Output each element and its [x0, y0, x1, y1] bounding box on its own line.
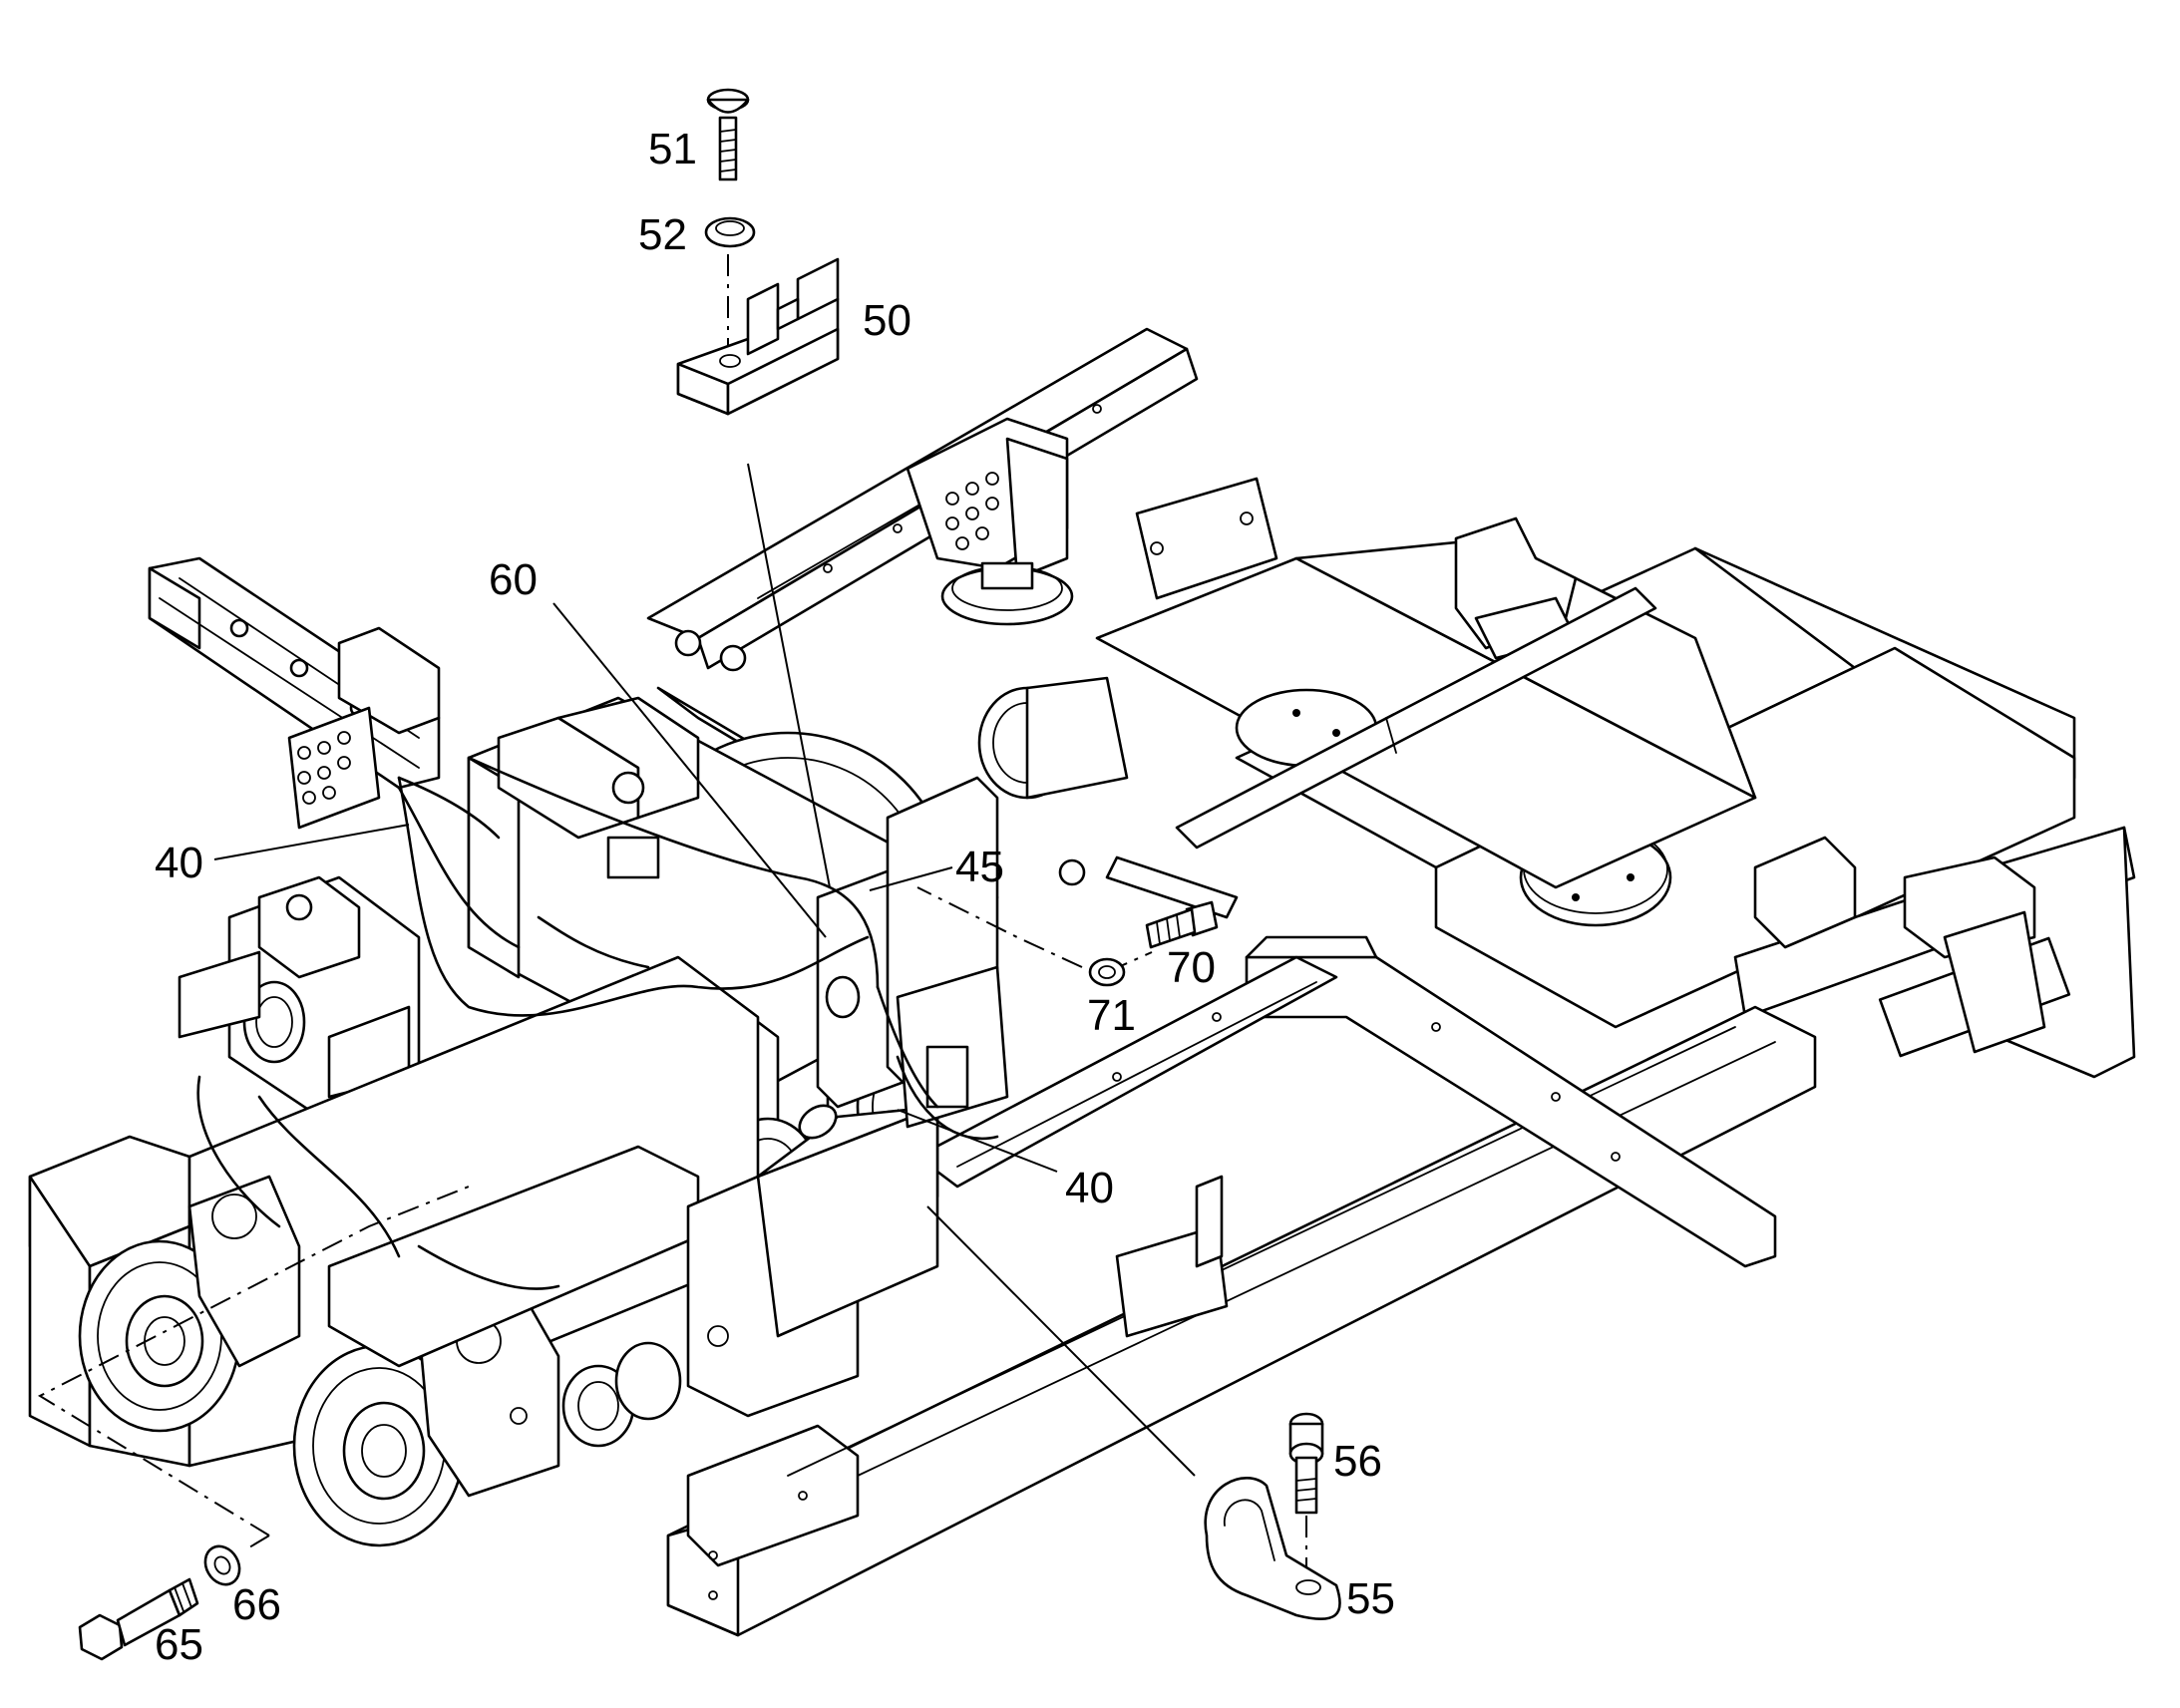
- callout-40-upper: 40: [155, 839, 203, 887]
- callout-71: 71: [1087, 991, 1136, 1040]
- washer-66: [203, 1544, 241, 1586]
- bolt-51: [706, 88, 750, 181]
- left-valve-ports: [297, 731, 351, 805]
- valve-block-top: [945, 472, 999, 550]
- clamp-55: [1204, 1477, 1341, 1620]
- callout-65: 65: [155, 1620, 203, 1669]
- callout-51: 51: [648, 125, 697, 173]
- bolt-56: [1288, 1412, 1324, 1515]
- washer-71: [1088, 957, 1126, 987]
- leader-lines: [37, 254, 1307, 1575]
- callout-52: 52: [638, 210, 687, 259]
- callout-70: 70: [1167, 943, 1216, 992]
- callout-66: 66: [232, 1580, 281, 1629]
- left-valve-bank: [148, 556, 441, 830]
- callout-55: 55: [1346, 1574, 1395, 1623]
- callout-60: 60: [489, 555, 538, 604]
- pump-assembly: [28, 696, 1009, 1547]
- callout-56: 56: [1333, 1437, 1382, 1486]
- bolt-70: [1145, 900, 1219, 949]
- callout-45: 45: [955, 843, 1004, 891]
- bolt-65: [78, 1577, 199, 1661]
- callout-labels: 51 52 50 60 40 45 70 71 40 56 55 65 66: [155, 125, 1395, 1669]
- callout-40-lower: 40: [1065, 1164, 1114, 1212]
- callout-50: 50: [863, 296, 911, 345]
- block-50: [676, 257, 840, 416]
- wiring-harness: [196, 756, 999, 1290]
- chassis-frame: [666, 516, 2136, 1637]
- washer-52: [704, 216, 756, 248]
